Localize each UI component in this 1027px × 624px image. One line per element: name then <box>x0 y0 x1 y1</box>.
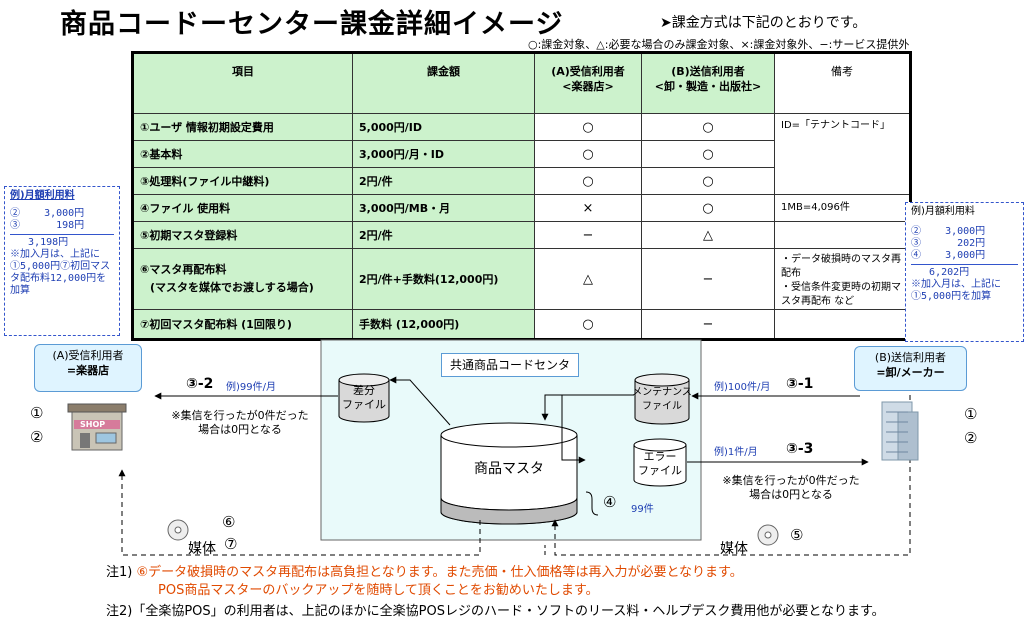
table-row: ⑤初期マスタ登録料 2円/件 − △ <box>132 221 911 249</box>
flow-3-2-count: 例)99件/月 <box>226 382 276 393</box>
flow-3-3-count: 例)1件/月 <box>714 447 758 458</box>
row-remark <box>774 221 911 249</box>
billing-method-text: ➤課金方式は下記のとおりです。 <box>660 15 867 31</box>
example-left-note: ※加入月は、上記に①5,000円⑦初回マスタ配布料12,000円を加算 <box>10 249 111 296</box>
diff-file-label: 差分ファイル <box>342 384 386 411</box>
row-receiver-mark: △ <box>534 248 642 310</box>
header-amount: 課金額 <box>352 52 535 114</box>
error-file-cylinder-icon <box>633 438 687 487</box>
symbol-legend: ○:課金対象、△:必要な場合のみ課金対象、×:課金対象外、−:サービス提供外 <box>528 38 910 51</box>
flow-3-3-label: ③-3 <box>786 441 814 457</box>
maintenance-file-label: メンテナンスファイル <box>632 387 692 412</box>
row-amount: 3,000円/MB・月 <box>352 194 535 222</box>
shop-building-icon <box>67 403 127 451</box>
row-amount: 手数料 (12,000円) <box>352 309 535 340</box>
maintenance-file-cylinder-icon <box>634 373 690 425</box>
note-2: 注2)「全楽協POS」の利用者は、上記のほかに全楽協POSレジのハード・ソフトの… <box>106 604 885 619</box>
table-row: ⑥マスタ再配布料(マスタを媒体でお渡しする場合) 2円/件+手数料(12,000… <box>132 248 911 310</box>
office-building-icon <box>881 401 919 461</box>
row-amount: 3,000円/月・ID <box>352 140 535 168</box>
example-left-heading: 例)月額利用料 <box>10 190 75 201</box>
row-amount: 2円/件 <box>352 167 535 195</box>
table-row: ①ユーザ 情報初期設定費用 5,000円/ID ○ ○ ID=「テナントコード」 <box>132 113 911 195</box>
header-receiver: (A)受信利用者<楽器店> <box>534 52 642 114</box>
example-right-note: ※加入月は、上記に①5,000円を加算 <box>911 279 1001 302</box>
row-item: ②基本料 <box>132 140 353 168</box>
row-item: ①ユーザ 情報初期設定費用 <box>132 113 353 141</box>
disc-icon-right <box>757 524 779 546</box>
row-remark: 1MB=4,096件 <box>774 194 911 222</box>
example-right-row: ② 3,000円 <box>911 226 986 237</box>
note-1: 注1) ⑥データ破損時のマスタ再配布は高負担となります。また売価・仕入価格等は再… <box>106 565 743 580</box>
example-right-row: ③ 202円 <box>911 238 986 249</box>
row-item: ③処理料(ファイル中継料) <box>132 167 353 195</box>
zero-note-right: ※集信を行ったが0件だった場合は0円となる <box>722 474 860 501</box>
row-remark <box>774 309 911 340</box>
marker-two-right: ② <box>964 429 978 447</box>
table-row: ③処理料(ファイル中継料) 2円/件 ○ ○ <box>132 167 911 195</box>
row-remark: ID=「テナントコード」 <box>774 113 911 195</box>
example-right-total: 6,202円 <box>911 267 970 278</box>
row-sender-mark: ○ <box>641 167 775 195</box>
row-receiver-mark: − <box>534 221 642 249</box>
marker-two-left: ② <box>30 428 44 446</box>
marker-one-left: ① <box>30 404 44 422</box>
shop-sign: SHOP <box>80 420 106 429</box>
master-count: 99件 <box>631 504 654 515</box>
marker-five: ⑤ <box>790 526 804 544</box>
row-item: ⑦初回マスタ配布料 (1回限り) <box>132 309 353 340</box>
example-right-row: ④ 3,000円 <box>911 250 986 261</box>
row-amount: 2円/件 <box>352 221 535 249</box>
media-label-right: 媒体 <box>720 541 748 557</box>
master-cylinder-icon <box>440 422 578 525</box>
disc-icon-left <box>167 519 189 541</box>
row-receiver-mark: ○ <box>534 167 642 195</box>
party-receiver-label: (A)受信利用者=楽器店 <box>34 344 142 392</box>
row-amount: 5,000円/ID <box>352 113 535 141</box>
row-item: ④ファイル 使用料 <box>132 194 353 222</box>
row-sender-mark: ○ <box>641 113 775 141</box>
marker-one-right: ① <box>964 405 978 423</box>
master-count-bracket <box>585 491 599 516</box>
fee-table: 項目 課金額 (A)受信利用者<楽器店> (B)送信利用者<卸・製造・出版社> … <box>131 51 912 341</box>
row-receiver-mark: ○ <box>534 140 642 168</box>
flow-3-1-label: ③-1 <box>786 376 814 392</box>
media-label-left: 媒体 <box>188 541 216 557</box>
example-right-box: 例)月額利用料 ② 3,000円 ③ 202円 ④ 3,000円 6,202円 … <box>905 202 1024 342</box>
header-remarks: 備考 <box>774 52 911 114</box>
row-item: ⑥マスタ再配布料(マスタを媒体でお渡しする場合) <box>132 248 353 310</box>
row-item: ⑤初期マスタ登録料 <box>132 221 353 249</box>
row-remark: ・データ破損時のマスタ再配布・受信条件変更時の初期マスタ再配布 など <box>774 248 911 310</box>
flow-3-1-count: 例)100件/月 <box>714 382 771 393</box>
example-left-total: 3,198円 <box>10 237 69 248</box>
page-title: 商品コードーセンター課金詳細イメージ <box>60 9 564 40</box>
marker-six: ⑥ <box>222 513 236 531</box>
flow-3-2-label: ③-2 <box>186 376 214 392</box>
master-label: 商品マスタ <box>474 461 544 477</box>
example-left-box: 例)月額利用料 ② 3,000円 ③ 198円 3,198円 ※加入月は、上記に… <box>4 186 120 336</box>
table-row: ⑦初回マスタ配布料 (1回限り) 手数料 (12,000円) ○ − <box>132 309 911 340</box>
marker-seven: ⑦ <box>224 535 238 553</box>
table-header-row: 項目 課金額 (A)受信利用者<楽器店> (B)送信利用者<卸・製造・出版社> … <box>132 52 911 114</box>
example-left-row: ③ 198円 <box>10 220 85 231</box>
table-row: ②基本料 3,000円/月・ID ○ ○ <box>132 140 911 168</box>
row-sender-mark: ○ <box>641 140 775 168</box>
diff-file-cylinder-icon <box>338 373 390 423</box>
header-sender: (B)送信利用者<卸・製造・出版社> <box>641 52 775 114</box>
row-sender-mark: ○ <box>641 194 775 222</box>
header-item: 項目 <box>132 52 353 114</box>
table-row: ④ファイル 使用料 3,000円/MB・月 × ○ 1MB=4,096件 <box>132 194 911 222</box>
row-sender-mark: − <box>641 248 775 310</box>
marker-four: ④ <box>603 493 617 511</box>
note-1-line2: POS商品マスターのバックアップを随時して頂くことをお勧めいたします。 <box>158 583 599 598</box>
example-right-heading: 例)月額利用料 <box>911 206 975 217</box>
error-file-label: エラーファイル <box>638 450 682 477</box>
party-sender-label: (B)送信利用者=卸/メーカー <box>854 346 967 391</box>
zero-note-left: ※集信を行ったが0件だった場合は0円となる <box>171 409 309 436</box>
center-title: 共通商品コードセンタ <box>441 353 579 377</box>
example-left-row: ② 3,000円 <box>10 208 85 219</box>
